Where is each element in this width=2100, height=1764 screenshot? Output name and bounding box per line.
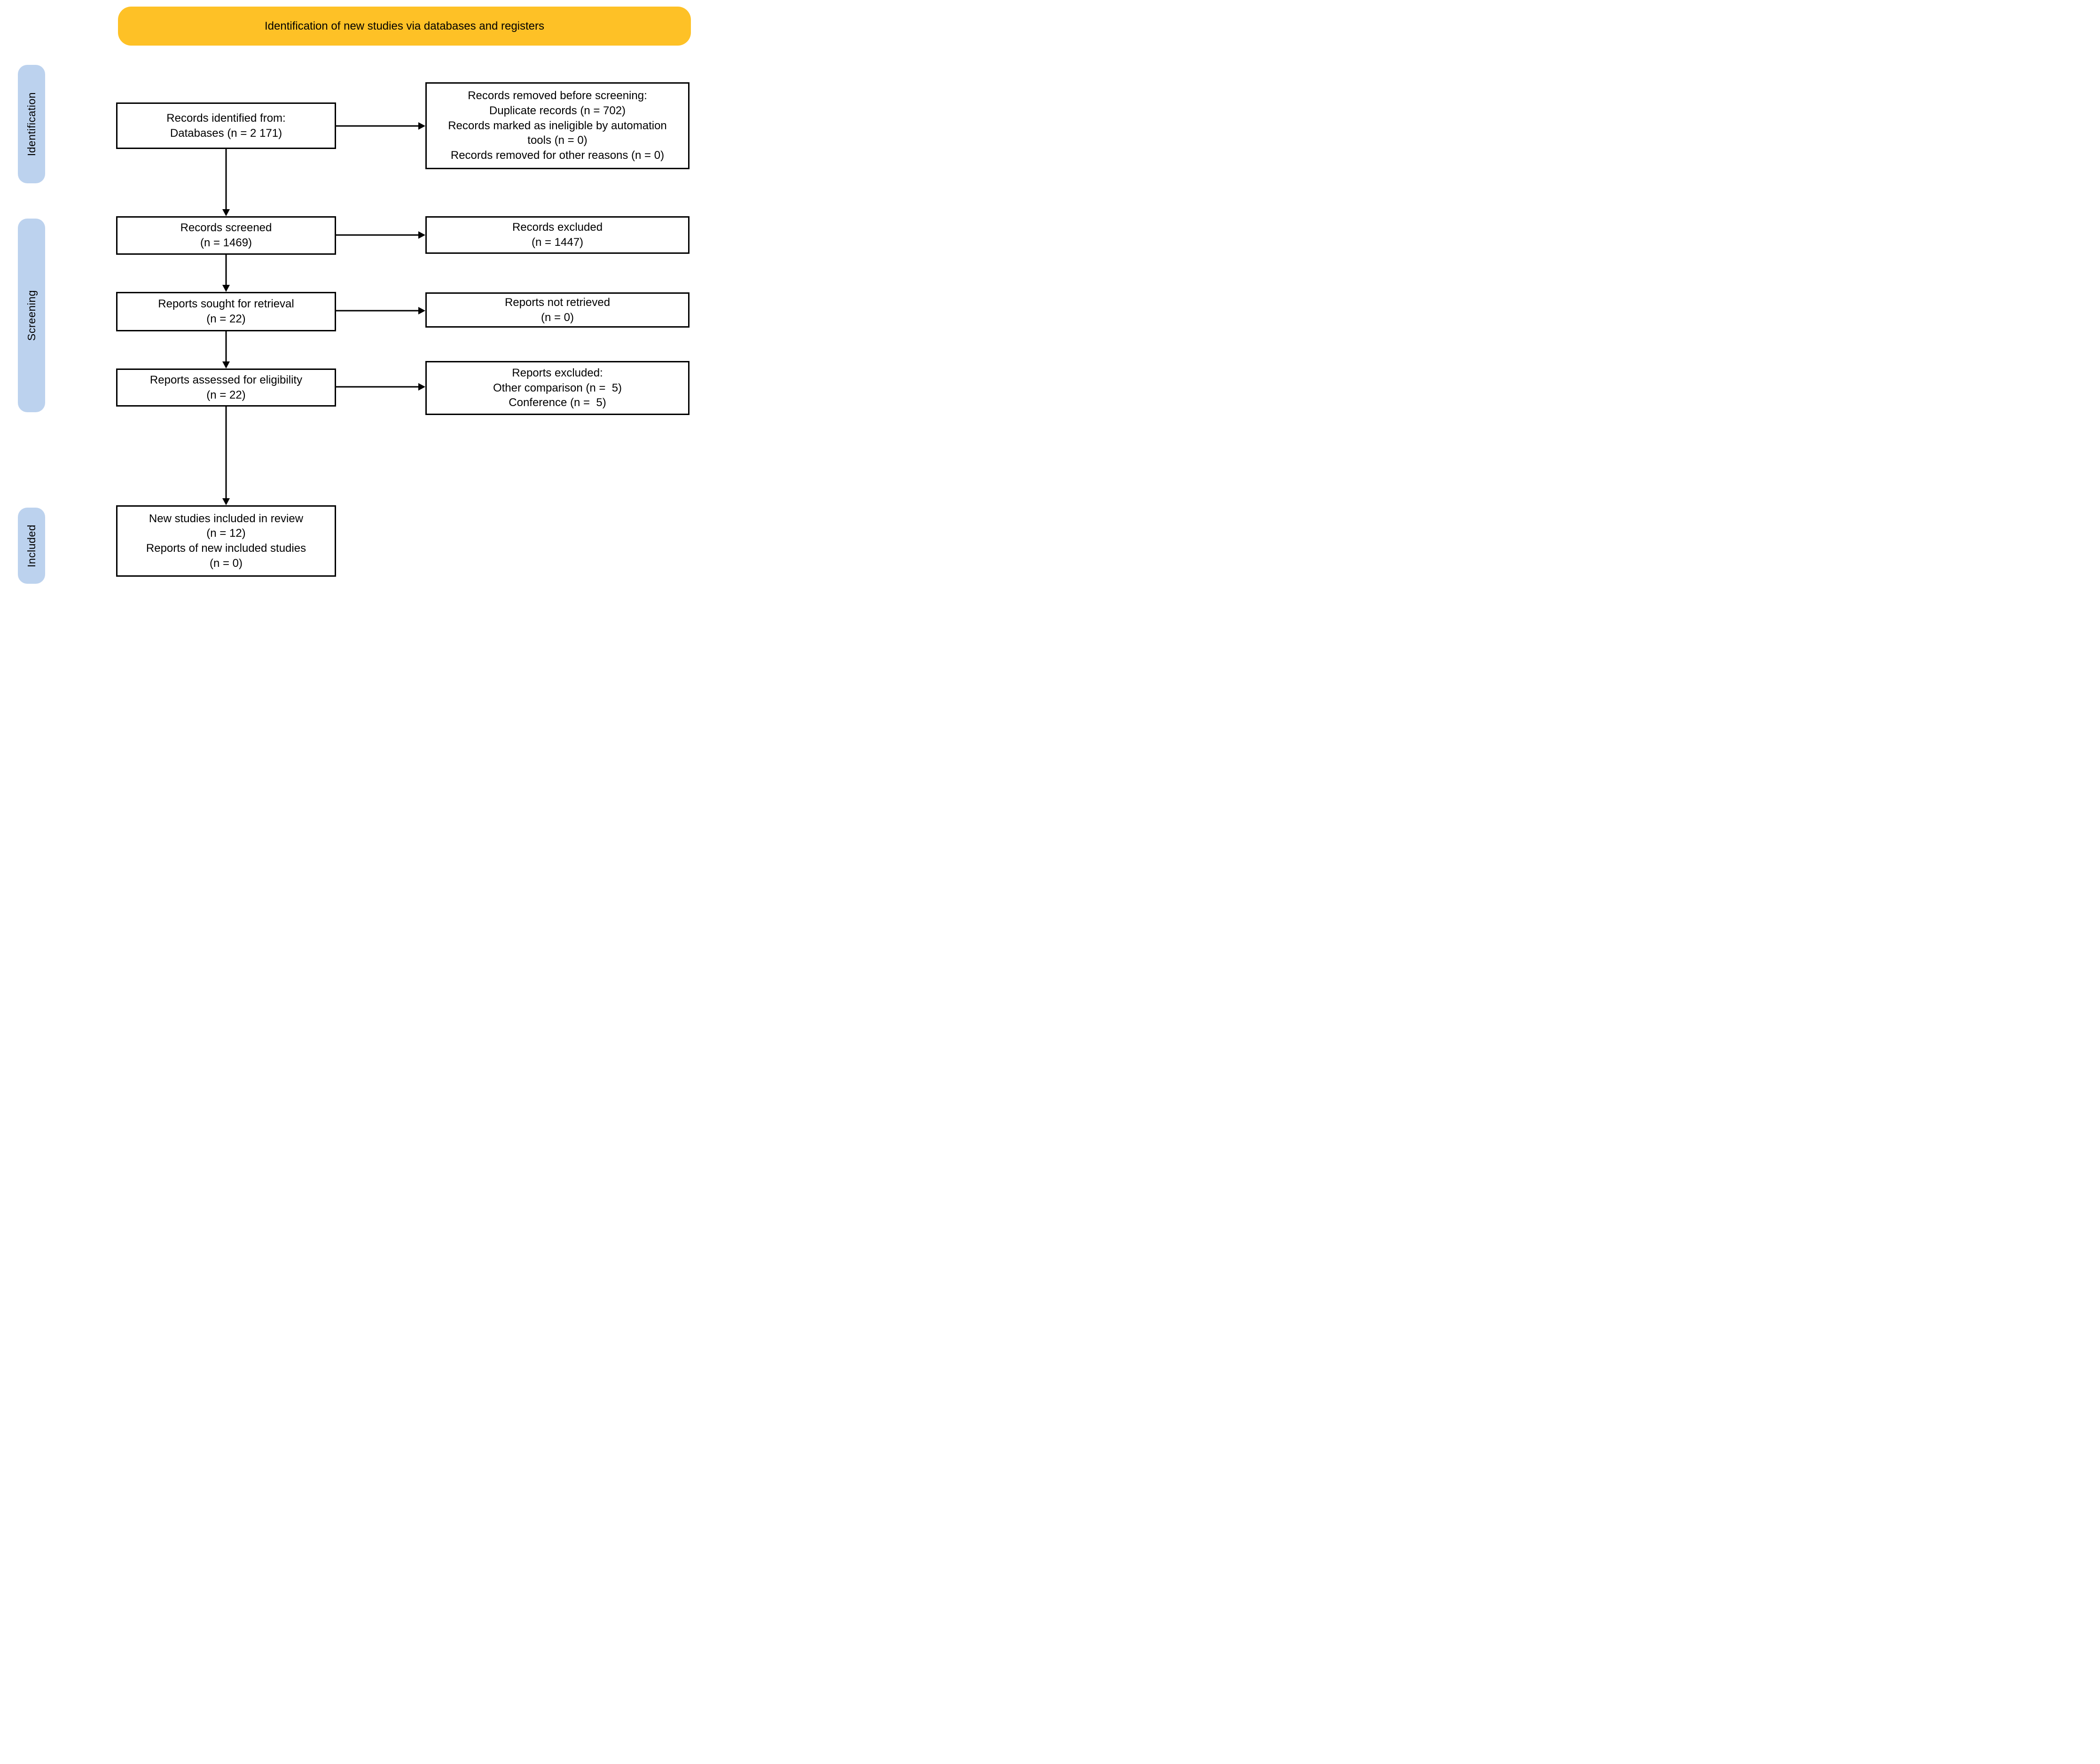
arrow-identified-to-removed [336,122,425,130]
arrow-shaft [225,149,227,210]
arrowhead-down-icon [222,285,230,292]
arrow-shaft [225,407,227,499]
prisma-flow-diagram: Identification of new studies via databa… [0,0,700,588]
arrowhead-down-icon [222,361,230,368]
stage-label-included: Included [25,524,38,567]
arrow-assessed-to-included [222,407,230,505]
arrowhead-right-icon [418,383,425,391]
arrow-shaft [336,386,419,388]
stage-bar-screening: Screening [18,219,45,412]
arrow-shaft [225,255,227,286]
stage-bar-identification: Identification [18,65,45,183]
box-reports-not-retrieved-text: Reports not retrieved (n = 0) [504,296,611,324]
box-reports-sought-text: Reports sought for retrieval (n = 22) [158,298,294,325]
box-reports-sought: Reports sought for retrieval (n = 22) [116,292,336,331]
box-new-studies-included: New studies included in review (n = 12) … [116,505,336,577]
box-records-excluded: Records excluded (n = 1447) [425,216,690,254]
box-records-screened: Records screened (n = 1469) [116,216,336,255]
arrow-shaft [336,310,419,312]
arrowhead-right-icon [418,122,425,130]
arrowhead-right-icon [418,307,425,314]
arrowhead-down-icon [222,209,230,216]
arrow-shaft [225,331,227,362]
arrow-screened-to-excluded [336,231,425,239]
arrow-shaft [336,125,419,127]
arrow-sought-to-not-retrieved [336,307,425,314]
box-new-studies-included-text: New studies included in review (n = 12) … [146,512,306,570]
banner-label: Identification of new studies via databa… [264,19,545,32]
box-reports-assessed-text: Reports assessed for eligibility (n = 22… [149,373,303,401]
arrow-identified-to-screened [222,149,230,216]
box-records-removed-text: Records removed before screening: Duplic… [448,89,667,162]
box-records-screened-text: Records screened (n = 1469) [180,221,272,249]
box-records-removed: Records removed before screening: Duplic… [425,82,690,169]
arrow-screened-to-sought [222,255,230,292]
arrow-sought-to-assessed [222,331,230,368]
stage-label-screening: Screening [25,290,38,341]
box-reports-not-retrieved: Reports not retrieved (n = 0) [425,292,690,328]
arrowhead-right-icon [418,231,425,239]
stage-bar-included: Included [18,508,45,584]
banner-identification-via-databases: Identification of new studies via databa… [118,7,691,46]
arrowhead-down-icon [222,498,230,505]
box-records-excluded-text: Records excluded (n = 1447) [512,221,603,249]
box-reports-assessed: Reports assessed for eligibility (n = 22… [116,368,336,407]
box-records-identified: Records identified from: Databases (n = … [116,102,336,149]
arrow-assessed-to-reports-excluded [336,383,425,391]
stage-label-identification: Identification [25,92,38,157]
box-records-identified-text: Records identified from: Databases (n = … [166,111,286,140]
arrow-shaft [336,234,419,236]
box-reports-excluded-text: Reports excluded: Other comparison (n = … [493,366,622,409]
box-reports-excluded: Reports excluded: Other comparison (n = … [425,361,690,415]
